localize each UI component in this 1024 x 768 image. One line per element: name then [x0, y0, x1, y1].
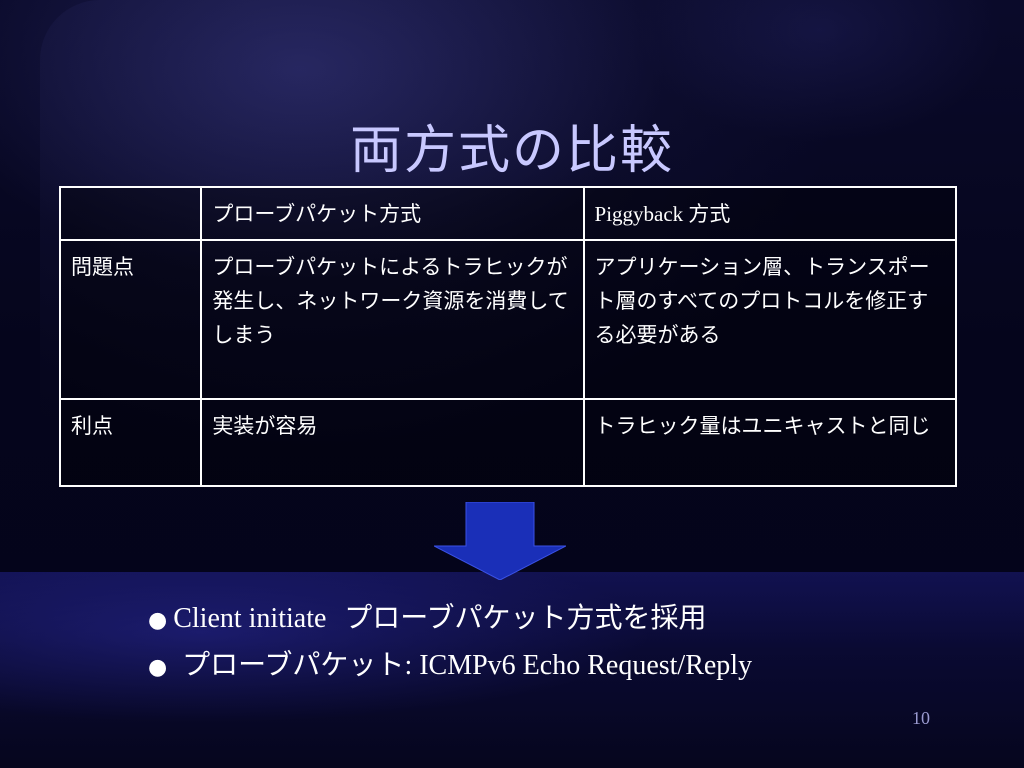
bullet-1-latin: Client initiate [173, 603, 327, 634]
bullet-2-jp: プローブパケット [182, 648, 405, 681]
cell-probe-advantage: 実装が容易 [200, 398, 585, 487]
table-header-row: プローブパケット方式 Piggyback 方式 [58, 186, 958, 241]
table-header-empty [58, 186, 203, 241]
bullet-dot-icon: ● [148, 608, 168, 633]
cell-probe-disadvantage: プローブパケットによるトラヒックが発生し、ネットワーク資源を消費してしまう [200, 239, 585, 400]
bullet-item-1: ●Client initiate プローブパケット方式を採用 [148, 596, 752, 643]
table-row: 利点 実装が容易 トラヒック量はユニキャストと同じ [58, 398, 958, 487]
bullet-2-latin: : ICMPv6 Echo Request/Reply [404, 650, 753, 681]
bullet-item-2: ● プローブパケット: ICMPv6 Echo Request/Reply [148, 643, 752, 690]
bullet-dot-icon: ● [148, 655, 168, 680]
background-band [0, 572, 1024, 768]
bullet-1-jp: プローブパケット方式を採用 [344, 601, 707, 634]
row-label-disadvantage: 問題点 [58, 239, 203, 400]
cell-piggyback-disadvantage: アプリケーション層、トランスポート層のすべてのプロトコルを修正する必要がある [582, 239, 958, 400]
down-arrow-icon [434, 502, 566, 580]
table-header-piggyback: Piggyback 方式 [582, 186, 958, 241]
bullet-list: ●Client initiate プローブパケット方式を採用 ● プローブパケッ… [148, 596, 752, 690]
cell-piggyback-advantage: トラヒック量はユニキャストと同じ [582, 398, 958, 487]
table-header-probe: プローブパケット方式 [200, 186, 585, 241]
page-number: 10 [912, 708, 930, 728]
slide-title: 両方式の比較 [349, 121, 674, 181]
row-label-advantage: 利点 [58, 398, 203, 487]
comparison-table: プローブパケット方式 Piggyback 方式 問題点 プローブパケットによるト… [58, 186, 958, 487]
table-row: 問題点 プローブパケットによるトラヒックが発生し、ネットワーク資源を消費してしま… [58, 239, 958, 400]
